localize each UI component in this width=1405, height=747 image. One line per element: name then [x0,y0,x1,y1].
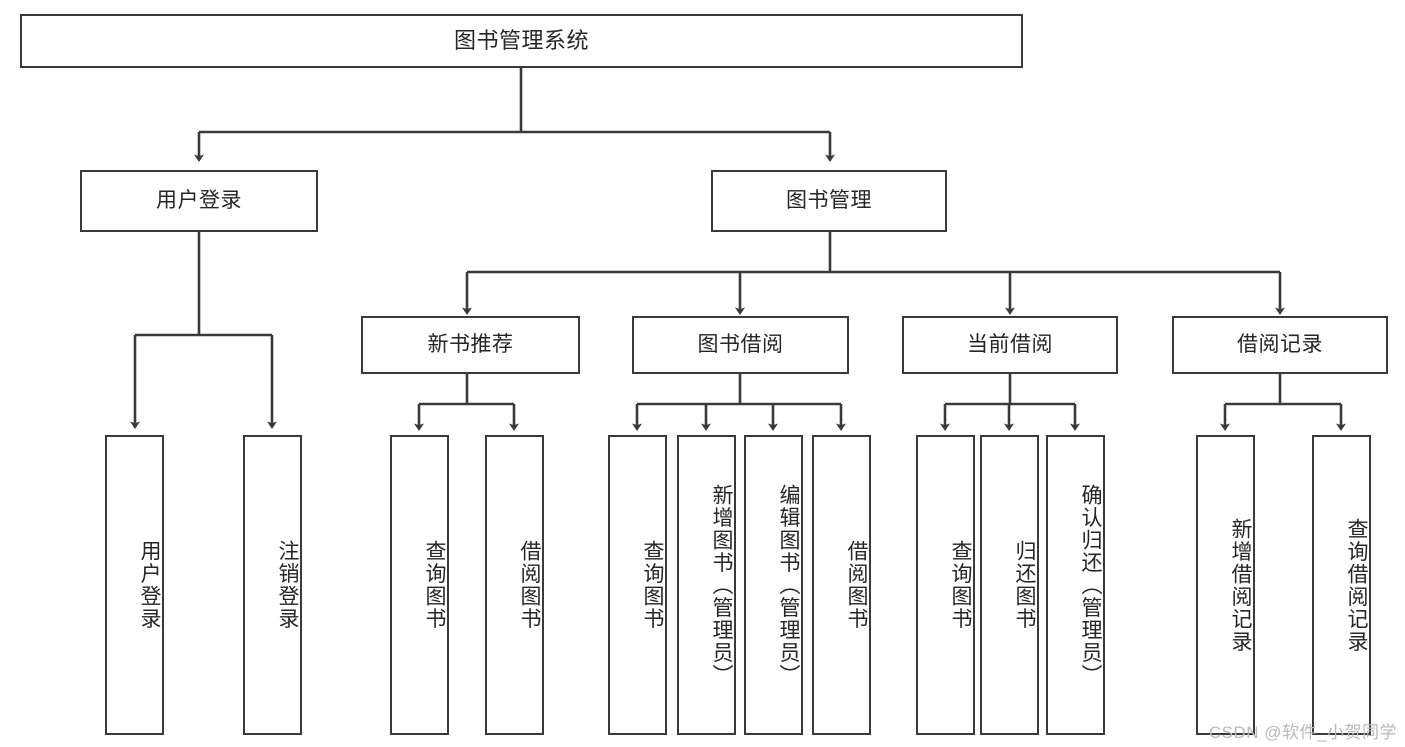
node-label: 新增借阅记录 [1229,517,1252,653]
leaf-current-borrow-confirm-return[interactable]: 确认归还（管理员） [1046,435,1105,735]
node-borrow-record[interactable]: 借阅记录 [1172,316,1388,374]
node-current-borrow[interactable]: 当前借阅 [902,316,1118,374]
leaf-current-borrow-query[interactable]: 查询图书 [916,435,975,735]
leaf-book-borrow-borrow[interactable]: 借阅图书 [812,435,871,735]
node-label: 图书管理 [786,189,872,213]
node-label: 编辑图书（管理员） [777,483,800,687]
node-new-book-recommend[interactable]: 新书推荐 [361,316,580,374]
node-label: 当前借阅 [967,333,1053,357]
node-label: 归还图书 [1013,540,1036,630]
node-label: 用户登录 [156,189,242,213]
leaf-borrow-record-query[interactable]: 查询借阅记录 [1312,435,1371,735]
node-label: 借阅图书 [845,540,868,630]
csdn-watermark: CSDN @软件_小贺同学 [1208,723,1397,742]
node-label: 查询图书 [949,540,972,630]
node-book-borrow[interactable]: 图书借阅 [632,316,849,374]
leaf-book-borrow-edit[interactable]: 编辑图书（管理员） [744,435,803,735]
node-label: 用户登录 [138,540,161,630]
node-label: 图书借阅 [697,333,784,357]
leaf-user-login-login[interactable]: 用户登录 [105,435,164,735]
node-label: 查询借阅记录 [1345,517,1368,653]
node-book-management[interactable]: 图书管理 [711,170,947,232]
node-label: 借阅图书 [518,540,541,630]
node-book-management-system[interactable]: 图书管理系统 [20,14,1023,68]
node-label: 注销登录 [276,540,299,630]
node-label: 查询图书 [641,540,664,630]
leaf-book-borrow-add[interactable]: 新增图书（管理员） [677,435,736,735]
leaf-current-borrow-return[interactable]: 归还图书 [980,435,1039,735]
node-label: 查询图书 [423,540,446,630]
node-label: 借阅记录 [1237,333,1323,357]
leaf-new-book-borrow[interactable]: 借阅图书 [485,435,544,735]
leaf-book-borrow-query[interactable]: 查询图书 [608,435,667,735]
leaf-borrow-record-add[interactable]: 新增借阅记录 [1196,435,1255,735]
node-user-login[interactable]: 用户登录 [80,170,318,232]
node-label: 确认归还（管理员） [1079,483,1102,687]
node-label: 新增图书（管理员） [710,483,733,687]
leaf-new-book-query[interactable]: 查询图书 [390,435,449,735]
leaf-user-login-logout[interactable]: 注销登录 [243,435,302,735]
node-label: 图书管理系统 [453,27,589,53]
node-label: 新书推荐 [427,333,514,357]
